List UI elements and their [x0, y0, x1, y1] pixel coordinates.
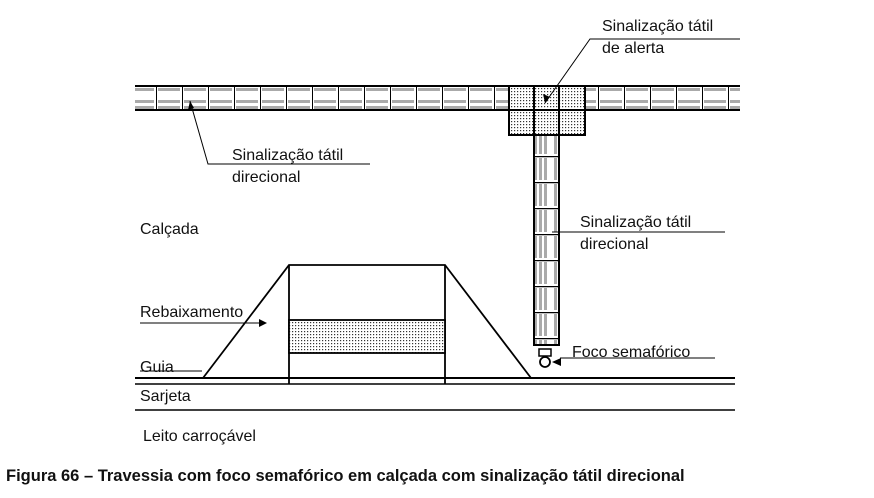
arrowheads	[188, 94, 561, 366]
figure-caption: Figura 66 – Travessia com foco semafóric…	[6, 467, 685, 485]
sidewalk-label: Calçada	[140, 221, 199, 238]
leader-lines	[140, 38, 740, 372]
directional-vertical-label-line1: Sinalização tátil	[580, 214, 691, 231]
directional-tactile-strip-horizontal	[135, 85, 740, 111]
directional-vertical-label-line2: direcional	[580, 236, 648, 253]
ramp-label: Rebaixamento	[140, 304, 243, 321]
gutter-label: Sarjeta	[140, 388, 191, 405]
directional-tactile-strip-vertical	[533, 134, 560, 346]
curb-label: Guia	[140, 359, 174, 376]
alert-tactile-tiles	[508, 85, 586, 136]
traffic-light-icon	[538, 348, 552, 368]
roadway-label: Leito carroçável	[143, 428, 256, 445]
alert-label-line1: Sinalização tátil	[602, 18, 713, 35]
directional-top-label-line1: Sinalização tátil	[232, 147, 343, 164]
curb-lines	[135, 377, 735, 411]
traffic-light-label: Foco semafórico	[572, 344, 690, 361]
alert-label-line2: de alerta	[602, 40, 664, 57]
curb-ramp	[202, 264, 532, 384]
directional-top-label-line2: direcional	[232, 169, 300, 186]
